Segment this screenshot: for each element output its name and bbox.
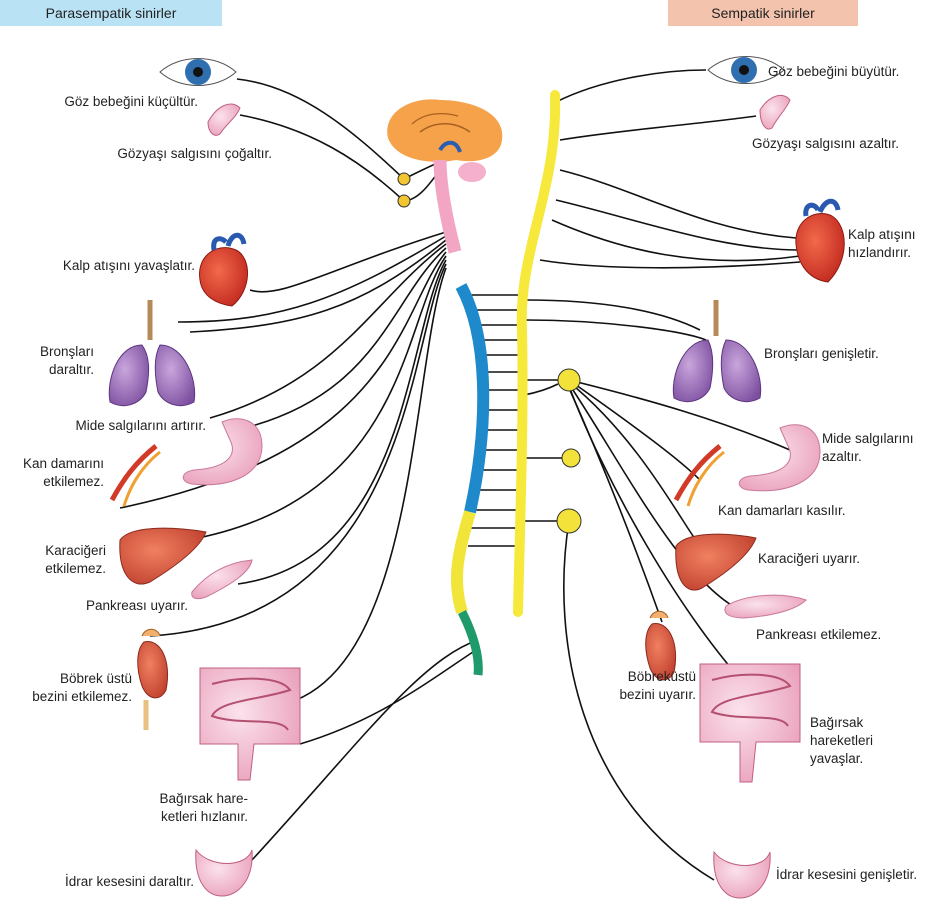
nerve-line	[540, 260, 800, 268]
label-p-lung: Bronşları daraltır.	[10, 343, 94, 379]
nerve-line	[552, 220, 800, 261]
blood-vessel-icon	[112, 446, 160, 506]
label-s-tear: Gözyaşı salgısını azaltır.	[752, 135, 942, 153]
nerve-line	[228, 248, 446, 432]
label-s-liver: Karaciğeri uyarır.	[758, 550, 918, 568]
eye-icon	[160, 59, 236, 86]
label-s-adrenal: Böbreküstü bezini uyarır.	[584, 668, 696, 704]
nerve-line	[150, 264, 446, 636]
nerve-line	[526, 300, 700, 330]
bladder-icon	[196, 850, 252, 896]
lacrimal-gland-icon	[208, 104, 240, 135]
pancreas-icon	[725, 595, 806, 618]
liver-icon	[120, 528, 206, 584]
nerve-line	[560, 170, 796, 238]
intestine-icon	[700, 664, 800, 782]
lungs-icon	[673, 300, 760, 402]
blood-vessel-icon	[676, 446, 724, 506]
label-s-lung: Bronşları genişletir.	[764, 345, 934, 363]
label-p-tear: Gözyaşı salgısını çoğaltır.	[40, 145, 272, 163]
label-p-adrenal: Böbrek üstü bezini etkilemez.	[0, 670, 132, 706]
intestine-icon	[200, 668, 300, 780]
pancreas-icon	[192, 560, 252, 599]
nerve-line	[300, 650, 476, 744]
nerve-line	[560, 116, 756, 140]
label-s-stomach: Mide salgılarını azaltır.	[822, 430, 946, 466]
label-p-intestine: Bağırsak hare- ketleri hızlanır.	[110, 790, 248, 826]
nerve-line	[569, 382, 700, 546]
nerve-line	[569, 388, 662, 622]
spinal-cord	[440, 160, 483, 675]
heart-icon	[796, 201, 844, 282]
label-s-heart: Kalp atışını hızlandırır.	[848, 226, 944, 262]
lacrimal-gland-icon	[760, 95, 790, 129]
label-p-heart: Kalp atışını yavaşlatır.	[10, 257, 195, 275]
sympathetic-chain	[518, 95, 555, 612]
label-p-vessel: Kan damarını etkilemez.	[4, 455, 104, 491]
label-p-eye: Göz bebeğini küçültür.	[10, 93, 198, 111]
label-s-eye: Göz bebeğini büyütür.	[768, 63, 938, 81]
ganglia	[398, 173, 581, 533]
adrenal-kidney-icon	[138, 629, 168, 730]
nerve-line	[524, 384, 558, 395]
label-s-intestine: Bağırsak hareketleri yavaşlar.	[810, 714, 910, 768]
bladder-icon	[714, 852, 770, 898]
label-s-bladder: İdrar kesesini genişletir.	[776, 866, 948, 884]
nerve-line	[526, 320, 706, 340]
label-p-liver: Karaciğeri etkilemez.	[4, 542, 106, 578]
nerve-line	[556, 200, 800, 250]
heart-icon	[200, 235, 248, 306]
label-p-bladder: İdrar kesesini daraltır.	[10, 873, 194, 891]
label-s-pancreas: Pankreası etkilemez.	[756, 626, 936, 644]
label-p-pancreas: Pankreası uyarır.	[40, 597, 188, 615]
nerve-line	[556, 70, 706, 102]
label-p-stomach: Mide salgılarını artırır.	[10, 417, 206, 435]
nerve-line	[237, 79, 404, 179]
label-s-vessel: Kan damarları kasılır.	[718, 502, 898, 520]
liver-icon	[676, 534, 756, 590]
lungs-icon	[109, 300, 194, 406]
